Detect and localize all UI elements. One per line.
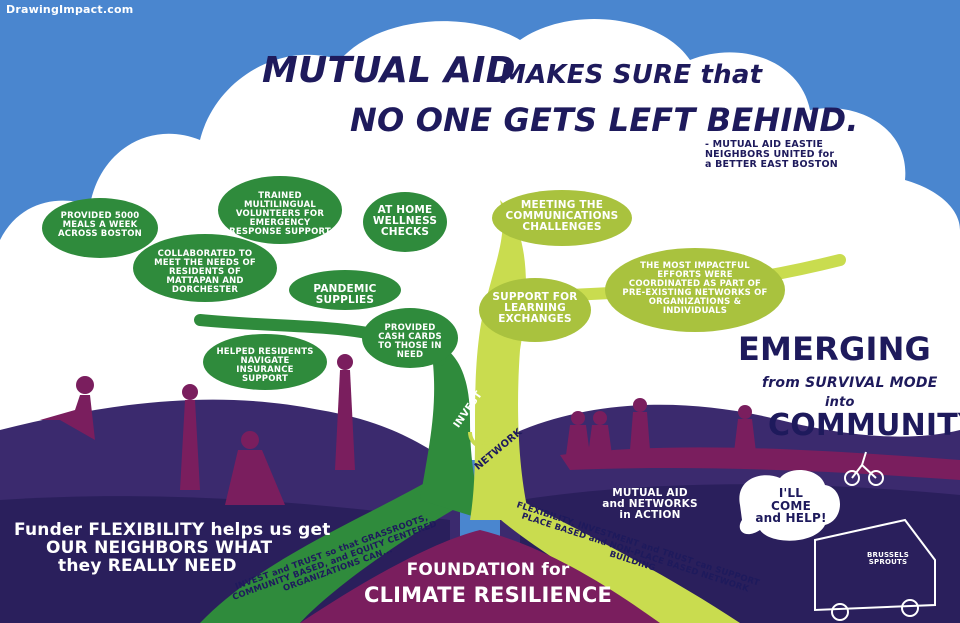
funder-line1: Funder FLEXIBILITY helps us get (14, 520, 331, 540)
networks-line1: MUTUAL AID (612, 487, 688, 499)
ground-purple (0, 496, 450, 623)
attribution-line3: a BETTER EAST BOSTON (705, 158, 838, 170)
networks-action: MUTUAL AID and NETWORKS in ACTION (600, 487, 700, 522)
come-help-line2: COME (771, 498, 811, 513)
leaf-communications (492, 190, 632, 246)
funder-text: Funder FLEXIBILITY helps us get OUR NEIG… (14, 520, 331, 576)
funder-line2: OUR NEIGHBORS WHAT (46, 537, 273, 558)
leaf-learning (479, 278, 591, 342)
delivery-truck (814, 518, 936, 621)
speech-bubble-text: I'LL COME and HELP! (748, 487, 834, 525)
emerging-line2: from SURVIVAL MODE (762, 375, 938, 391)
leaf-volunteers-text: TRAINED MULTILINGUAL VOLUNTEERS for EMER… (229, 191, 331, 237)
networks-line3: in ACTION (619, 509, 681, 522)
network-spiral (468, 423, 499, 449)
foundation-line1: FOUNDATION for (406, 560, 570, 580)
headline-line1a: MUTUAL AID (262, 50, 516, 91)
attribution-line2: NEIGHBORS UNITED for (705, 148, 835, 160)
networks-line2: and NETWORKS (602, 498, 698, 511)
leaf-cash-text: PROVIDED CASH CARDS to those in NEED (378, 323, 442, 360)
root-left (200, 480, 470, 623)
come-help-line1: I'LL (778, 486, 804, 500)
headline-line1b: MAKES SURE that (500, 60, 763, 90)
leaf-cash (362, 308, 458, 368)
leaf-wellness (363, 192, 447, 252)
leaf-meals (42, 198, 158, 258)
leaf-mattapan-text: COLLABORATED to MEET the NEEDS of Reside… (154, 249, 256, 295)
headline-line2: NO ONE GETS LEFT BEHIND. (350, 101, 859, 139)
leaf-volunteers (218, 176, 342, 244)
leaf-impactful-text: The MOST IMPACTFUL EFFORTS were COORDINA… (622, 261, 768, 316)
foundation-band (300, 530, 660, 623)
leaf-supplies (289, 270, 401, 310)
leaf-meals-text: PROVIDED 5000 MEALS A WEEK across BOSTON (58, 211, 142, 239)
funder-line3: they REALLY NEED (58, 555, 237, 576)
leaf-impactful (605, 248, 785, 332)
leaf-mattapan (133, 234, 277, 302)
leaf-insurance-text: HELPED RESIDENTS NAVIGATE INSURANCE SUPP… (216, 347, 314, 384)
truck-label: BRUSSELS SPROUTS (866, 551, 910, 567)
tree-trunk-green (420, 340, 485, 520)
foundation-line2: CLIMATE RESILIENCE (363, 583, 613, 607)
speech-bubble (739, 469, 840, 541)
emerging-line1: EMERGING (738, 330, 932, 368)
leaf-supplies-text: PANDEMIC SUPPLIES (313, 283, 377, 307)
leaf-wellness-text: AT HOME WELLNESS CHECKS (372, 204, 438, 239)
emerging-line3: into (825, 395, 855, 410)
leaf-communications-text: MEETING the COMMUNICATIONS CHALLENGES (505, 199, 619, 234)
attribution: - MUTUAL AID EASTIE NEIGHBORS UNITED for… (705, 140, 838, 170)
bicycle-rider (844, 451, 884, 486)
community-figures (566, 398, 756, 455)
yoga-figures (40, 354, 355, 505)
leaf-insurance (203, 334, 327, 390)
credit-text: DrawingImpact.com (6, 3, 134, 16)
root-right (490, 490, 740, 623)
emerging-line4: COMMUNITY (768, 408, 960, 443)
leaf-learning-text: SUPPORT for LEARNING EXCHANGES (492, 291, 578, 326)
come-help-line3: and HELP! (755, 511, 827, 526)
magenta-path (560, 447, 960, 480)
attribution-line1: - MUTUAL AID EASTIE (705, 139, 824, 150)
